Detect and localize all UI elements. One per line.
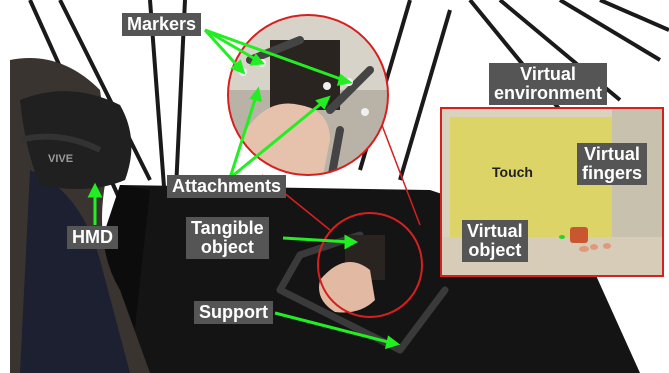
zoom-connector-right [379, 119, 421, 226]
label-tangible-object-line1: Tangible [191, 218, 264, 238]
virtual-object-shape [570, 227, 588, 243]
touch-text: Touch [492, 164, 533, 180]
label-virtual-environment-line2: environment [494, 83, 603, 103]
label-virtual-object-line2: object [468, 240, 522, 260]
label-virtual-environment: Virtual environment [489, 63, 608, 105]
label-tangible-object: Tangible object [186, 217, 269, 259]
hmd-headset: VIVE [19, 91, 132, 189]
label-attachments: Attachments [167, 175, 287, 198]
vive-logo: VIVE [48, 153, 73, 165]
virtual-finger-1 [579, 246, 589, 252]
highlight-circle-small [317, 212, 423, 318]
hand [319, 262, 375, 313]
virtual-indicator [559, 235, 565, 239]
label-markers: Markers [122, 13, 202, 36]
virtual-finger-2 [590, 244, 598, 250]
virtual-finger-3 [603, 243, 611, 249]
label-virtual-object-line1: Virtual [467, 221, 523, 241]
label-support: Support [194, 301, 273, 324]
zoom-circle [227, 14, 389, 176]
label-hmd: HMD [67, 226, 118, 249]
virtual-objects [559, 227, 611, 252]
label-tangible-object-line2: object [200, 237, 254, 257]
label-virtual-environment-line1: Virtual [520, 64, 576, 84]
label-virtual-object: Virtual object [462, 220, 528, 262]
label-virtual-fingers-line1: Virtual [584, 144, 640, 164]
label-virtual-fingers: Virtual fingers [577, 143, 648, 185]
label-virtual-fingers-line2: fingers [582, 163, 643, 183]
